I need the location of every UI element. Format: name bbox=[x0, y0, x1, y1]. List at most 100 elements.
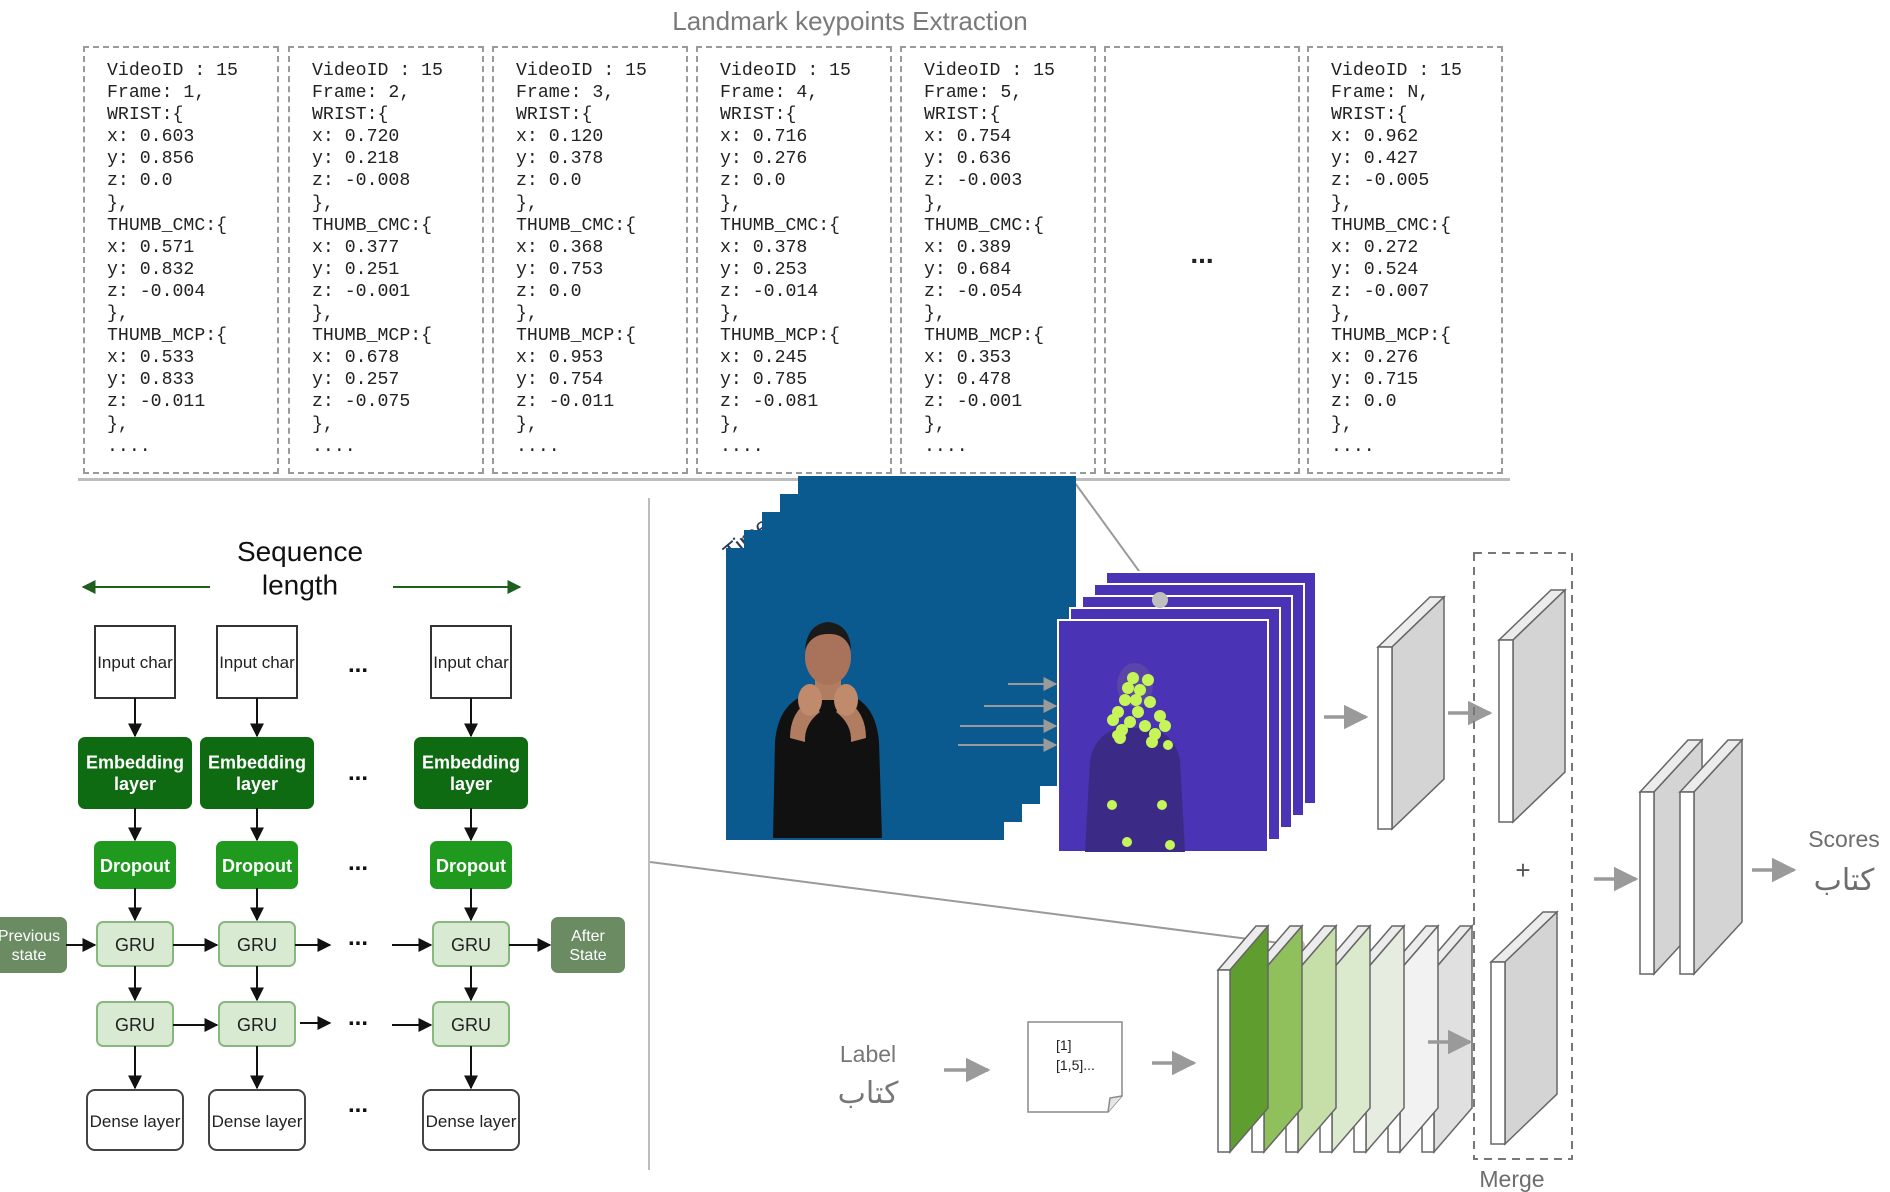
keypoint-dot bbox=[1157, 800, 1167, 810]
previous-state-label: Previous bbox=[0, 928, 60, 945]
keypoint-text: VideoID : 15 Frame: 1, WRIST:{ x: 0.603 … bbox=[107, 61, 238, 457]
merge-layer-bottom bbox=[1490, 961, 1506, 1145]
ellipsis: ... bbox=[348, 1004, 368, 1031]
ellipsis: ... bbox=[348, 849, 368, 876]
index-note-fold bbox=[1107, 1095, 1123, 1113]
keypoint-dot bbox=[1134, 684, 1146, 696]
keypoint-text: VideoID : 15 Frame: 4, WRIST:{ x: 0.716 … bbox=[720, 61, 851, 457]
keypoint-dot bbox=[1163, 740, 1173, 750]
merge-label: Merge bbox=[1479, 1166, 1544, 1192]
dropout-label: Dropout bbox=[100, 856, 170, 876]
gru-label: GRU bbox=[115, 1015, 155, 1035]
embedding-stack-layer bbox=[1217, 969, 1231, 1153]
keypoint-dot bbox=[1130, 694, 1142, 706]
keypoint-card: VideoID : 15 Frame: 5, WRIST:{ x: 0.754 … bbox=[900, 46, 1096, 474]
gru-label: GRU bbox=[237, 1015, 277, 1035]
card-ellipsis: ... bbox=[1190, 238, 1214, 269]
dropout-label: Dropout bbox=[222, 856, 292, 876]
label-arabic: كتاب bbox=[838, 1076, 899, 1111]
embedding-layer-label: Embedding bbox=[208, 753, 306, 773]
landmark-body bbox=[1085, 728, 1185, 852]
index-text: [1,5]... bbox=[1056, 1057, 1095, 1073]
top-divider bbox=[78, 478, 1510, 481]
plus-sign: + bbox=[1515, 855, 1530, 885]
signer-hand bbox=[834, 684, 858, 716]
merge-layer-top bbox=[1498, 639, 1514, 823]
embedding-layer-label: Embedding bbox=[422, 753, 520, 773]
signer-image bbox=[773, 622, 882, 838]
keypoint-dot bbox=[1142, 674, 1154, 686]
keypoint-dot bbox=[1159, 720, 1171, 732]
keypoint-card: VideoID : 15 Frame: N, WRIST:{ x: 0.962 … bbox=[1307, 46, 1503, 474]
keypoint-dot bbox=[1122, 837, 1132, 847]
after-state-label: After bbox=[571, 928, 605, 945]
output-layer bbox=[1639, 791, 1655, 975]
keypoint-dot bbox=[1119, 694, 1131, 706]
input-char-box bbox=[430, 625, 512, 699]
keypoint-dot bbox=[1144, 696, 1156, 708]
dense-layer-box bbox=[422, 1089, 520, 1151]
keypoint-dot bbox=[1127, 672, 1139, 684]
output-layer bbox=[1679, 791, 1695, 975]
keypoint-text: VideoID : 15 Frame: 3, WRIST:{ x: 0.120 … bbox=[516, 61, 647, 457]
keypoint-dot bbox=[1139, 720, 1151, 732]
keypoint-dot bbox=[1107, 714, 1119, 726]
keypoint-card: ... bbox=[1104, 46, 1300, 474]
keypoint-dot bbox=[1122, 682, 1134, 694]
keypoint-card: VideoID : 15 Frame: 3, WRIST:{ x: 0.120 … bbox=[492, 46, 688, 474]
dense-layer-label: Dense layer bbox=[426, 1112, 517, 1131]
embedding-layer-label: layer bbox=[114, 774, 156, 794]
input-char-label: Input char bbox=[219, 653, 295, 672]
ellipsis: ... bbox=[348, 924, 368, 951]
label-text: Label bbox=[840, 1041, 896, 1067]
ellipsis: ... bbox=[348, 1091, 368, 1118]
keypoint-dot bbox=[1154, 710, 1166, 722]
dropout-label: Dropout bbox=[436, 856, 506, 876]
keypoint-dot bbox=[1146, 736, 1158, 748]
feature-layer bbox=[1377, 646, 1393, 830]
ellipsis: ... bbox=[348, 651, 368, 678]
embedding-layer-box bbox=[414, 737, 528, 809]
embedding-layer-box bbox=[78, 737, 192, 809]
vertical-divider bbox=[648, 498, 650, 1170]
gru-label: GRU bbox=[451, 1015, 491, 1035]
keypoint-card: VideoID : 15 Frame: 1, WRIST:{ x: 0.603 … bbox=[83, 46, 279, 474]
after-state-box bbox=[551, 917, 625, 973]
keypoint-card: VideoID : 15 Frame: 4, WRIST:{ x: 0.716 … bbox=[696, 46, 892, 474]
gru-label: GRU bbox=[237, 935, 277, 955]
signer-body bbox=[773, 695, 882, 838]
embedding-layer-box bbox=[200, 737, 314, 809]
previous-state-label: state bbox=[12, 947, 47, 964]
input-char-label: Input char bbox=[433, 653, 509, 672]
dense-layer-box bbox=[208, 1089, 306, 1151]
dense-layer-label: Dense layer bbox=[212, 1112, 303, 1131]
embedding-layer-label: layer bbox=[236, 774, 278, 794]
landmark-image bbox=[1085, 663, 1185, 852]
dense-layer-label: Dense layer bbox=[90, 1112, 181, 1131]
signer-hand bbox=[798, 684, 822, 716]
scores-arabic: كتاب bbox=[1814, 863, 1875, 898]
keypoint-text: VideoID : 15 Frame: 5, WRIST:{ x: 0.754 … bbox=[924, 61, 1055, 457]
keypoint-dot bbox=[1107, 800, 1117, 810]
keypoint-dot bbox=[1132, 706, 1144, 718]
connector-dot bbox=[1152, 592, 1168, 608]
keypoint-dot bbox=[1165, 840, 1175, 850]
connector-line bbox=[649, 861, 1296, 946]
embedding-layer-label: layer bbox=[450, 774, 492, 794]
keypoint-dot bbox=[1112, 730, 1122, 740]
input-char-box bbox=[216, 625, 298, 699]
merge-box bbox=[1473, 552, 1573, 1160]
ellipsis: ... bbox=[348, 759, 368, 786]
keypoint-text: VideoID : 15 Frame: N, WRIST:{ x: 0.962 … bbox=[1331, 61, 1462, 457]
index-text: [1] bbox=[1056, 1037, 1072, 1053]
signer-head bbox=[805, 629, 851, 685]
keypoint-card: VideoID : 15 Frame: 2, WRIST:{ x: 0.720 … bbox=[288, 46, 484, 474]
after-state-label: State bbox=[569, 947, 606, 964]
embedding-layer-label: Embedding bbox=[86, 753, 184, 773]
landmark-extraction-title: Landmark keypoints Extraction bbox=[672, 6, 1028, 36]
signer-hair bbox=[805, 622, 851, 650]
scores-label: Scores bbox=[1808, 826, 1880, 852]
keypoint-dot bbox=[1124, 716, 1136, 728]
